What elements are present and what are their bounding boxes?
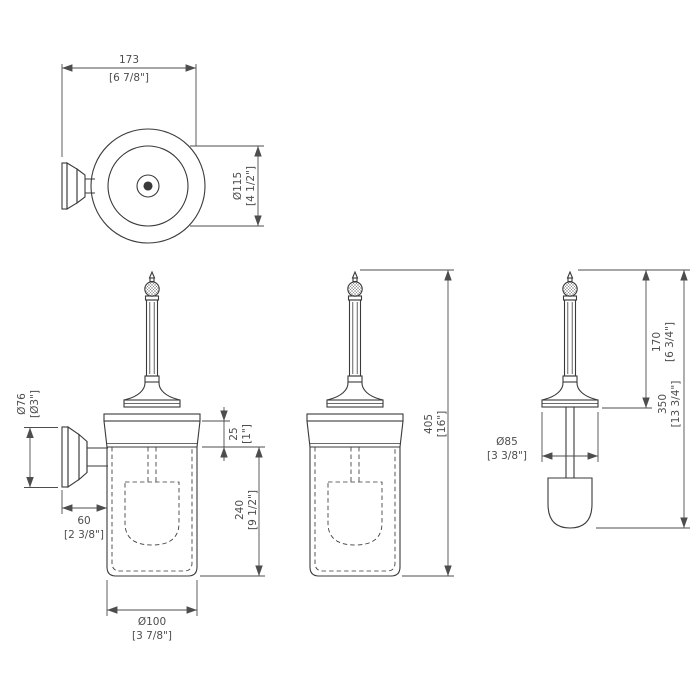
wall-rosette-profile-front (61, 425, 108, 489)
dim-handle-height-mm: 170 (651, 332, 663, 352)
holder-top-circles (90, 128, 206, 244)
top-view (61, 128, 206, 244)
brush-handle-center (326, 271, 384, 408)
dim-bell-diameter-inch: [3 3/8"] (487, 450, 527, 462)
brush-view (541, 271, 599, 529)
overall-view (306, 271, 404, 577)
dim-top-depth-inch: [6 7/8"] (109, 72, 149, 84)
holder-center (306, 413, 404, 577)
top-view-dimensions: 173 [6 7/8"] Ø115 [4 1/2"] (61, 54, 264, 227)
dim-handle-height-inch: [6 3/4"] (664, 322, 676, 362)
overall-view-dimensions: 405 [16"] (360, 269, 454, 577)
holder-front (103, 413, 201, 577)
brush-handle-right (541, 271, 599, 408)
wall-rosette-profile-top (61, 162, 95, 210)
dim-offset-mm: 60 (77, 515, 90, 527)
brush-handle-front (123, 271, 181, 408)
dim-body-diameter-inch: [3 7/8"] (132, 630, 172, 642)
dim-offset-inch: [2 3/8"] (64, 529, 104, 541)
dim-body-diameter-mm: Ø100 (138, 616, 166, 628)
dim-rosette-inch: [Ø3"] (29, 390, 41, 418)
dim-top-depth-mm: 173 (119, 54, 139, 66)
dim-top-diameter-mm: Ø115 (232, 172, 244, 200)
dim-brush-height-inch: [13 3/4"] (670, 381, 682, 428)
dim-overall-height-mm: 405 (423, 414, 435, 434)
dim-bell-diameter-mm: Ø85 (496, 436, 518, 448)
brush-stem-and-head (547, 407, 593, 529)
dim-overall-height-inch: [16"] (436, 411, 448, 437)
center-screw-dot (143, 181, 153, 191)
dim-rosette-mm: Ø76 (16, 393, 28, 415)
dim-collar-inch: [1"] (241, 424, 253, 444)
dim-body-height-mm: 240 (234, 500, 246, 520)
dim-top-diameter-inch: [4 1/2"] (245, 166, 257, 206)
dim-body-height-inch: [9 1/2"] (247, 490, 259, 530)
front-view (61, 271, 201, 577)
dim-brush-height-mm: 350 (657, 394, 669, 414)
brush-view-dimensions: 170 [6 3/4"] 350 [13 3/4"] Ø85 [3 3/8"] (487, 269, 690, 529)
front-view-dimensions: Ø76 [Ø3"] 60 [2 3/8"] 25 [1"] 240 [9 1/2… (16, 390, 265, 642)
dim-collar-mm: 25 (228, 427, 240, 440)
